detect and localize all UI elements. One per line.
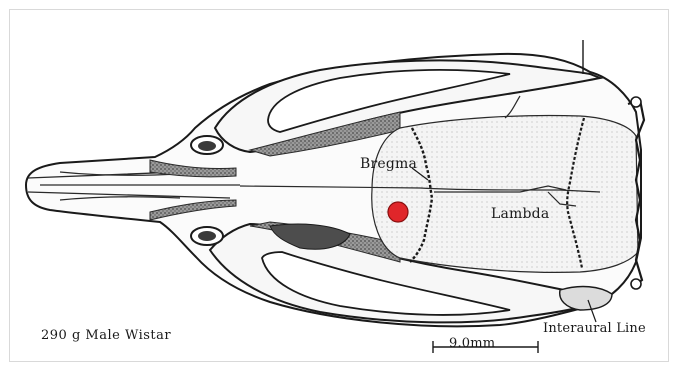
lower-foramen-inner (198, 231, 216, 241)
bregma-marker (388, 202, 408, 222)
occipital-knob-top (631, 97, 641, 107)
bregma-label: Bregma (360, 156, 417, 172)
lambda-label: Lambda (491, 206, 549, 222)
scale-bar-label: 9.0mm (449, 336, 495, 351)
specimen-caption: 290 g Male Wistar (41, 328, 171, 343)
interaural-line-label: Interaural Line (543, 321, 646, 336)
cranial-vault (372, 116, 638, 273)
upper-foramen-inner (198, 141, 216, 151)
auditory-bulla (560, 287, 612, 310)
occipital-knob-bottom (631, 279, 641, 289)
